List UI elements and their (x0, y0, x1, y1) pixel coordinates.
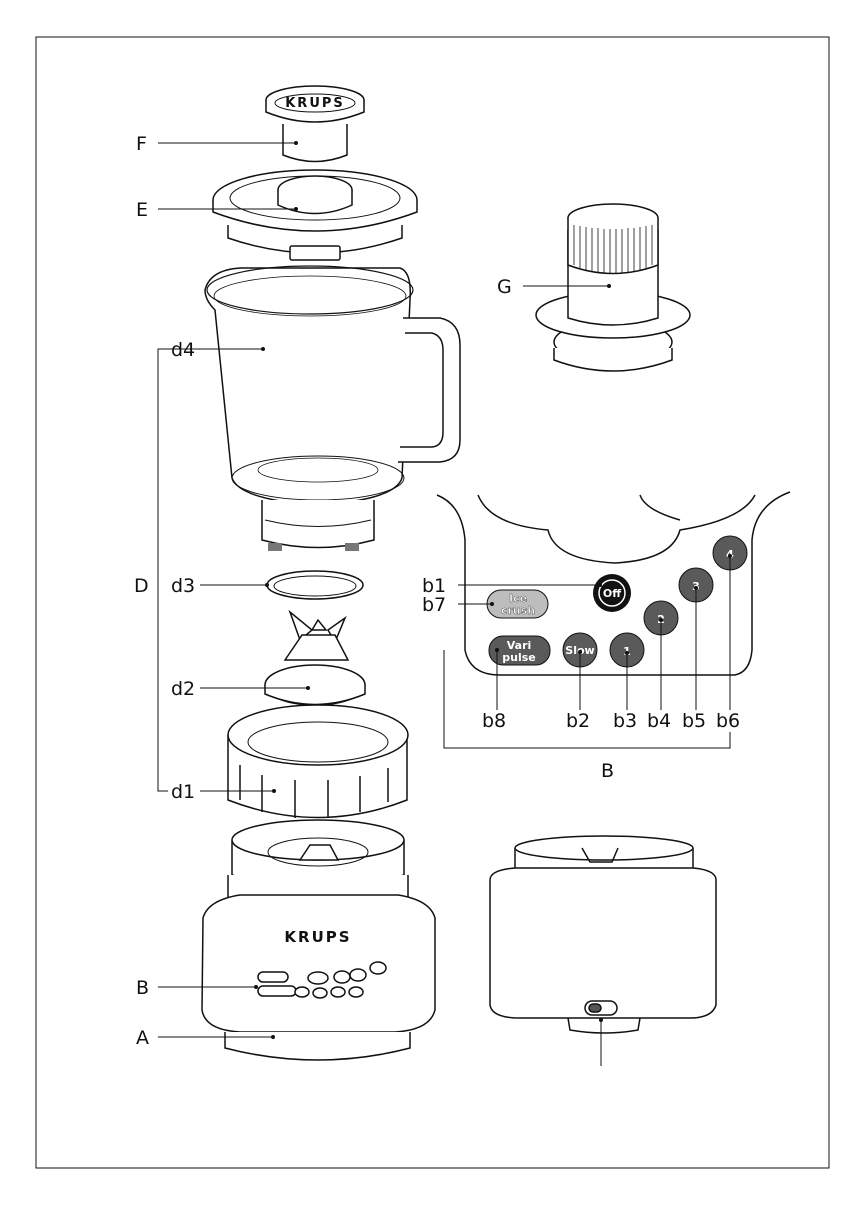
part-d1-locking-ring (228, 705, 408, 818)
label-G: G (497, 276, 512, 298)
part-E-lid (213, 170, 417, 260)
label-b3: b3 (613, 710, 637, 732)
label-b2: b2 (566, 710, 590, 732)
label-A: A (136, 1027, 149, 1049)
part-d2-blade (265, 612, 365, 705)
label-B: B (136, 977, 149, 999)
label-d4: d4 (171, 339, 195, 361)
part-d3-seal-ring (267, 571, 363, 599)
panel-button-off-label: Off (603, 587, 621, 600)
brand-lid-cap: KRUPS (285, 96, 345, 111)
label-d1: d1 (171, 781, 195, 803)
label-b5: b5 (682, 710, 706, 732)
panel-button-vari-label-2: pulse (502, 651, 535, 664)
label-b4: b4 (647, 710, 671, 732)
brand-base: KRUPS (284, 928, 351, 946)
label-d2: d2 (171, 678, 195, 700)
label-D: D (134, 575, 149, 597)
label-E: E (136, 199, 148, 221)
label-F: F (136, 133, 147, 155)
label-d3: d3 (171, 575, 195, 597)
label-b7: b7 (422, 594, 446, 616)
part-d4-jug (205, 266, 460, 551)
base-switch-detail (490, 836, 716, 1033)
panel-button-ice-label-2: crush (501, 604, 535, 617)
part-G-accessory (536, 204, 690, 371)
panel-button-ice-crush[interactable]: Ice crush (487, 590, 548, 618)
label-B-panel: B (601, 760, 614, 782)
label-b6: b6 (716, 710, 740, 732)
label-b8: b8 (482, 710, 506, 732)
panel-button-off[interactable]: Off (593, 574, 631, 612)
